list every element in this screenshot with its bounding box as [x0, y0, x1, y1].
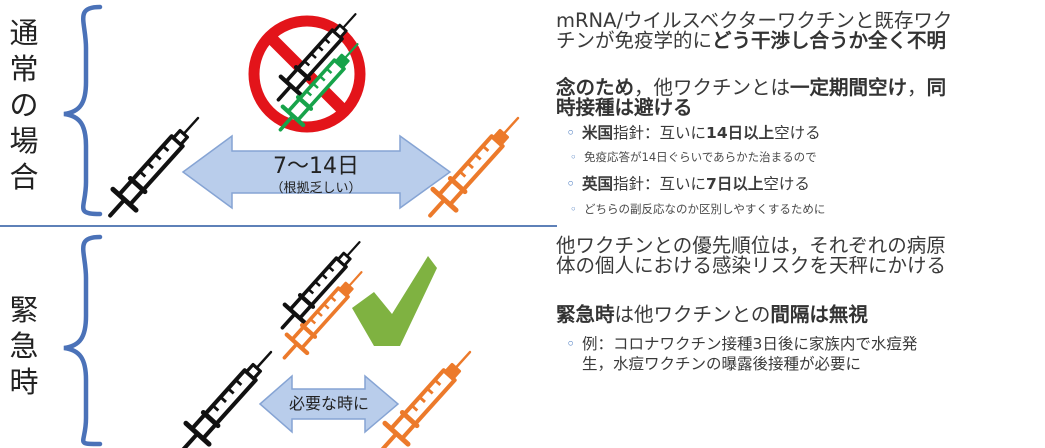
- text-line: 緊急時は他ワクチンとの間隔は無視: [556, 305, 1041, 325]
- sub-bullet-us-reason: ◦ 免疫応答が14日ぐらいであらかた治まるので: [570, 150, 1045, 165]
- text-run: チンが免疫学的に: [556, 29, 713, 52]
- text-line: 念のため，他ワクチンとは一定期間空け，同: [556, 78, 1041, 98]
- label-char: の: [9, 88, 39, 122]
- checkmark-icon: [352, 256, 437, 346]
- when-needed-label: 必要な時に: [288, 394, 369, 413]
- text-run: 免疫応答が14日ぐらいであらかた治まるので: [584, 150, 817, 164]
- bullet-icon: ◦: [566, 175, 576, 193]
- text-run: 例：コロナワクチン接種3日後に家族内で水痘発: [582, 335, 918, 353]
- label-char: 急: [9, 329, 39, 363]
- interval-label: 7～14日: [273, 154, 359, 179]
- text-line: 体の個人における感染リスクを天秤にかける: [556, 254, 947, 277]
- text-run: どちらの副反応なのか区別しやすくするために: [584, 202, 826, 216]
- paragraph-emergency: 緊急時は他ワクチンとの間隔は無視: [556, 305, 1041, 325]
- text-emphasis: 緊急時: [556, 303, 615, 326]
- text-run: 指針：互いに: [613, 124, 707, 142]
- text-run: ，: [907, 76, 927, 99]
- bracket-emergency: [63, 234, 103, 447]
- label-char: 緊: [9, 293, 39, 327]
- bullet-icon: ◦: [566, 124, 576, 142]
- bullet-icon: ◦: [566, 335, 576, 353]
- bullet-icon: ◦: [570, 202, 577, 216]
- text-line: mRNA/ウイルスベクターワクチンと既存ワク: [556, 9, 953, 32]
- label-char: 常: [9, 52, 39, 86]
- bracket-normal: [63, 4, 103, 217]
- interval-arrow: [181, 134, 452, 210]
- label-char: 時: [9, 365, 39, 399]
- bullet-uk-guideline: ◦ 英国指針：互いに7日以上空ける: [566, 174, 1045, 194]
- diagram-graphics: [0, 0, 557, 448]
- label-char: 通: [9, 16, 39, 50]
- paragraph-interference: mRNA/ウイルスベクターワクチンと既存ワク チンが免疫学的にどう干渉し合うか全…: [556, 11, 1041, 51]
- paragraph-priority: 他ワクチンとの優先順位は，それぞれの病原 体の個人における感染リスクを天秤にかけ…: [556, 236, 1041, 276]
- bullet-example: ◦ 例：コロナワクチン接種3日後に家族内で水痘発 生，水痘ワクチンの曝露後接種が必…: [566, 334, 1045, 374]
- label-normal-case: 通 常 の 場 合: [4, 15, 44, 195]
- label-char: 場: [9, 124, 39, 158]
- text-emphasis: 同: [926, 76, 947, 99]
- text-emphasis: 間隔は無視: [770, 303, 868, 326]
- text-run: 生，水痘ワクチンの曝露後接種が必要に: [582, 355, 862, 373]
- paragraph-precaution: 念のため，他ワクチンとは一定期間空け，同 時接種は避ける: [556, 78, 1041, 118]
- sub-bullet-uk-reason: ◦ どちらの副反応なのか区別しやすくするために: [570, 202, 1045, 217]
- text-emphasis: 英国: [582, 175, 614, 193]
- text-line: ◦ 例：コロナワクチン接種3日後に家族内で水痘発: [566, 334, 1045, 354]
- text-emphasis: 念のため: [556, 76, 635, 99]
- text-line: チンが免疫学的にどう干渉し合うか全く不明: [556, 31, 1041, 51]
- text-run: は他ワクチンとの: [614, 303, 771, 326]
- text-line: 生，水痘ワクチンの曝露後接種が必要に: [566, 354, 1045, 374]
- text-run: ，他ワクチンとは: [634, 76, 791, 99]
- bullet-us-guideline: ◦ 米国指針：互いに14日以上空ける: [566, 123, 1045, 143]
- text-run: 空ける: [774, 124, 821, 142]
- text-line: 時接種は避ける: [556, 98, 1041, 118]
- text-run: 空ける: [763, 175, 810, 193]
- text-line: 他ワクチンとの優先順位は，それぞれの病原: [556, 234, 946, 257]
- text-run: 指針：互いに: [613, 175, 707, 193]
- label-char: 合: [9, 160, 39, 194]
- bullet-icon: ◦: [570, 150, 577, 164]
- text-emphasis: 一定期間空け: [790, 76, 908, 99]
- when-needed-arrow: [258, 374, 400, 434]
- interval-note: （根拠乏しい）: [270, 181, 362, 196]
- text-emphasis: 時接種は避ける: [556, 96, 693, 119]
- text-emphasis: 14日以上: [706, 124, 775, 142]
- label-emergency: 緊 急 時: [4, 292, 44, 400]
- text-emphasis: 米国: [582, 124, 614, 142]
- text-emphasis: 7日以上: [706, 175, 764, 193]
- text-emphasis: どう干渉し合うか全く不明: [712, 29, 947, 52]
